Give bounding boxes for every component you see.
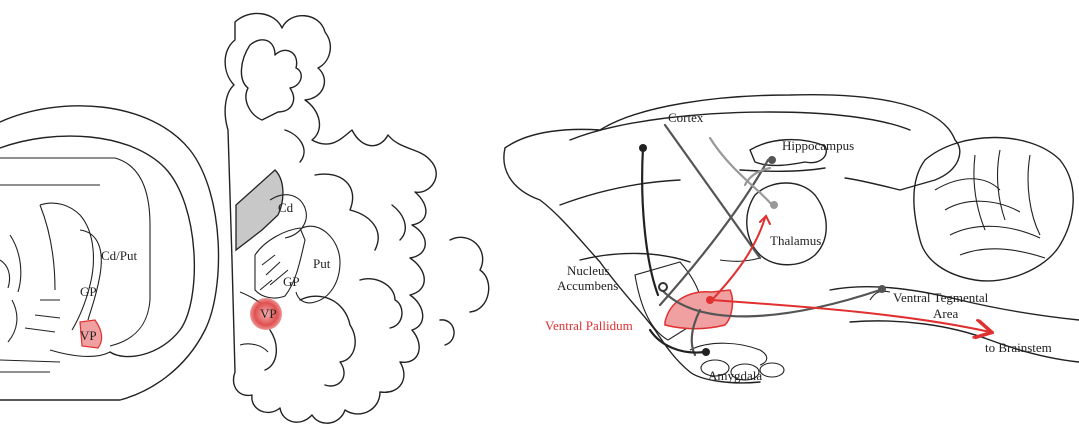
label-cd-human: Cd: [278, 200, 294, 215]
label-gp-rodent: GP: [80, 284, 97, 299]
lateral-ventricle: [236, 170, 283, 250]
label-ventral-pallidum: Ventral Pallidum: [545, 318, 633, 333]
rodent-coronal-section: Cd/Put GP VP: [0, 106, 219, 400]
label-nucleus: Nucleus: [567, 263, 610, 278]
label-vta-2: Area: [933, 306, 958, 321]
pathway-hippocampus-na: [660, 160, 768, 305]
human-coronal-section: Cd GP Put VP: [225, 13, 489, 423]
pathway-amygdala: [650, 330, 705, 353]
pathway-cortex-na: [642, 148, 658, 295]
pathway-cortex-thalamus: [665, 125, 760, 258]
label-accumbens: Accumbens: [557, 278, 618, 293]
label-vta-1: Ventral Tegmental: [893, 290, 989, 305]
label-gp-human: GP: [283, 274, 300, 289]
label-vp-human: VP: [260, 306, 277, 321]
label-thalamus: Thalamus: [770, 233, 821, 248]
label-amygdala: Amygdala: [708, 368, 762, 383]
label-hippocampus: Hippocampus: [782, 138, 854, 153]
label-cd-put: Cd/Put: [101, 248, 138, 263]
label-brainstem: to Brainstem: [985, 340, 1052, 355]
label-cortex: Cortex: [668, 110, 704, 125]
sagittal-section: Cortex Hippocampus Thalamus Nucleus Accu…: [504, 95, 1079, 383]
vp-region-sagittal: [665, 290, 732, 329]
label-vp-rodent: VP: [80, 328, 97, 343]
label-put: Put: [313, 256, 331, 271]
